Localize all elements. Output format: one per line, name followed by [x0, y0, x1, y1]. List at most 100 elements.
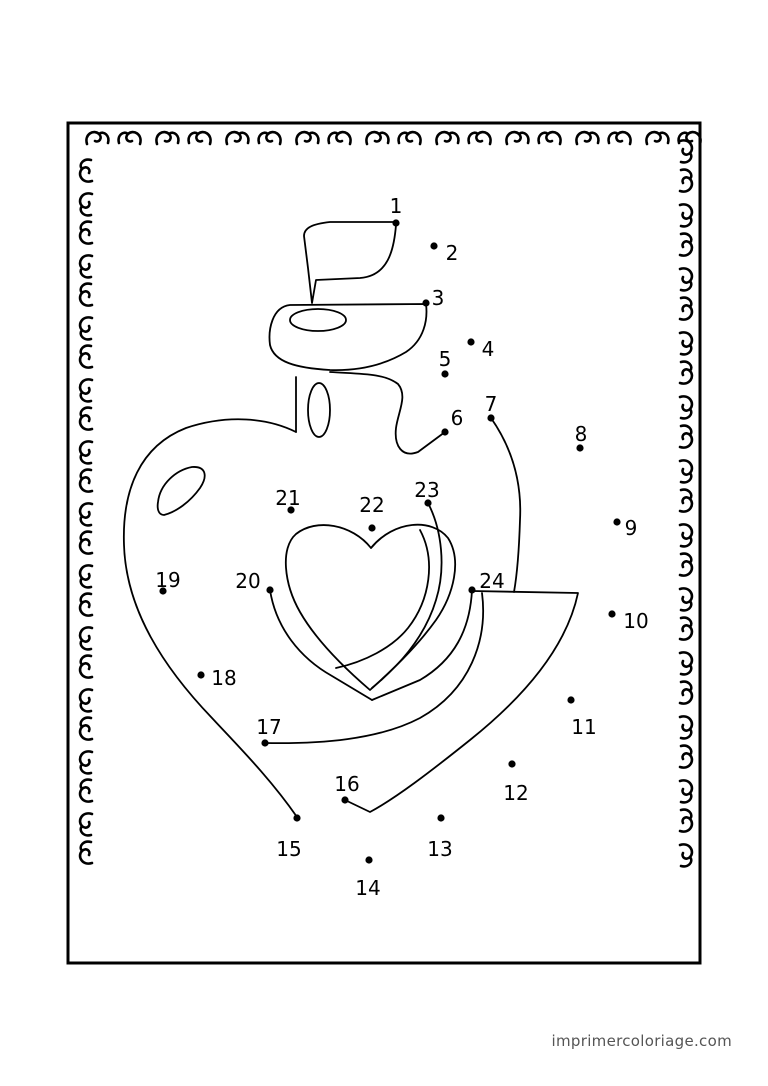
curl-icon — [78, 378, 94, 403]
curl-icon — [78, 592, 94, 617]
dot-2 — [430, 242, 438, 250]
bottle-liquid-edge — [344, 590, 579, 813]
curl-icon — [257, 130, 282, 146]
curl-icon — [678, 424, 694, 449]
curl-icon — [678, 232, 694, 257]
curl-icon — [575, 130, 600, 146]
curl-icon — [678, 779, 694, 804]
dot-label-13: 13 — [427, 837, 452, 861]
curl-icon — [78, 468, 94, 493]
body-highlight — [156, 466, 206, 516]
dot-label-3: 3 — [432, 286, 445, 310]
curl-icon — [78, 192, 94, 217]
dot-label-7: 7 — [485, 392, 498, 416]
potion-bottle-drawing — [122, 221, 579, 818]
curl-icon — [187, 130, 212, 146]
curl-icon — [78, 626, 94, 651]
dot-label-14: 14 — [355, 876, 380, 900]
curl-icon — [78, 158, 94, 183]
curl-icon — [78, 406, 94, 431]
curl-icon — [678, 168, 694, 193]
curl-icon — [678, 680, 694, 705]
dot-label-24: 24 — [479, 569, 504, 593]
dot-label-1: 1 — [390, 194, 403, 218]
curl-icon — [225, 130, 250, 146]
curl-icon — [678, 360, 694, 385]
curl-icon — [678, 296, 694, 321]
curl-icon — [678, 267, 694, 292]
dot-15 — [293, 814, 301, 822]
dot-label-2: 2 — [446, 241, 459, 265]
dot-label-5: 5 — [439, 347, 452, 371]
bottle-neck-right — [329, 371, 446, 455]
dot-label-11: 11 — [571, 715, 596, 739]
curl-icon — [678, 715, 694, 740]
dot-5 — [441, 370, 449, 378]
dot-label-16: 16 — [334, 772, 359, 796]
dot-24 — [468, 586, 476, 594]
dot-16 — [341, 796, 349, 804]
inner-heart — [284, 523, 456, 691]
curl-icon — [505, 130, 530, 146]
curl-icon — [295, 130, 320, 146]
curl-icon — [645, 130, 670, 146]
curl-icon — [397, 130, 422, 146]
curl-icon — [155, 130, 180, 146]
curl-icon — [678, 587, 694, 612]
dot-10 — [608, 610, 616, 618]
dot-label-6: 6 — [451, 406, 464, 430]
curl-icon — [678, 203, 694, 228]
heart-frame-right — [371, 589, 473, 701]
curl-icon — [78, 812, 94, 837]
dot-13 — [437, 814, 445, 822]
page-frame — [66, 121, 702, 965]
curl-icon — [78, 654, 94, 679]
curl-icon — [78, 840, 94, 865]
dot-label-17: 17 — [256, 715, 281, 739]
site-watermark: imprimercoloriage.com — [551, 1032, 732, 1050]
dot-11 — [567, 696, 575, 704]
curl-icon — [78, 220, 94, 245]
dot-label-18: 18 — [211, 666, 236, 690]
inner-heart-shading — [335, 529, 430, 669]
curl-icon — [78, 316, 94, 341]
curl-icon — [327, 130, 352, 146]
curl-icon — [78, 564, 94, 589]
curl-icon — [607, 130, 632, 146]
dot-label-21: 21 — [275, 486, 300, 510]
dot-label-10: 10 — [623, 609, 648, 633]
dot-6 — [441, 428, 449, 436]
curl-icon — [78, 502, 94, 527]
curl-icon — [678, 488, 694, 513]
curl-icon — [678, 808, 694, 833]
dot-17 — [261, 739, 269, 747]
dot-9 — [613, 518, 621, 526]
dot-12 — [508, 760, 516, 768]
curl-icon — [78, 530, 94, 555]
dot-label-20: 20 — [235, 569, 260, 593]
curl-icon — [678, 331, 694, 356]
dot-label-12: 12 — [503, 781, 528, 805]
dot-4 — [467, 338, 475, 346]
curl-icon — [678, 139, 694, 164]
curl-icon — [117, 130, 142, 146]
curl-icon — [678, 616, 694, 641]
curl-icon — [365, 130, 390, 146]
heart-frame-left — [269, 589, 373, 701]
curl-icon — [78, 778, 94, 803]
curl-icon — [78, 344, 94, 369]
curl-icon — [678, 523, 694, 548]
curl-icon — [435, 130, 460, 146]
dot-1 — [392, 219, 400, 227]
dot-label-22: 22 — [359, 493, 384, 517]
dot-3 — [422, 299, 430, 307]
dot-label-19: 19 — [155, 568, 180, 592]
neck-highlight — [307, 382, 331, 438]
dot-22 — [368, 524, 376, 532]
curl-icon — [78, 716, 94, 741]
dot-23 — [424, 499, 432, 507]
curl-icon — [78, 688, 94, 713]
dot-20 — [266, 586, 274, 594]
